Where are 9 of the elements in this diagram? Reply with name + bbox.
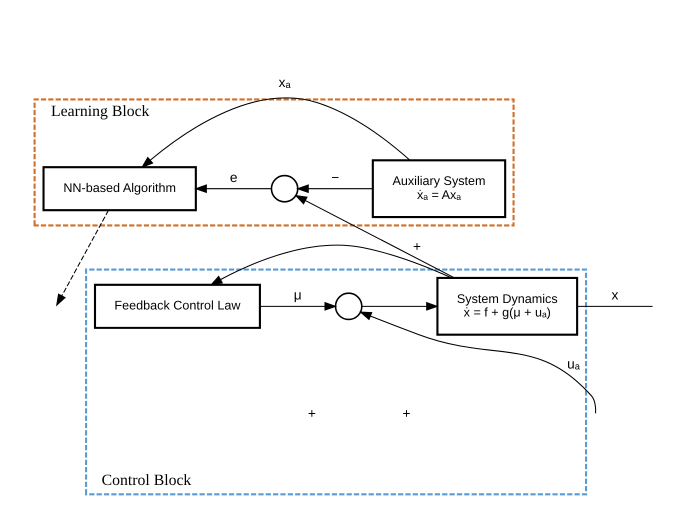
edge-label: xₐ bbox=[278, 75, 291, 90]
edge-label: μ bbox=[294, 287, 302, 302]
label: + bbox=[308, 406, 316, 422]
edge-label: e bbox=[230, 170, 238, 185]
edge-label: + bbox=[412, 239, 421, 254]
label: + bbox=[402, 406, 410, 422]
edge-label: − bbox=[331, 170, 340, 185]
edge-label: x bbox=[612, 287, 618, 302]
edge-label: uₐ bbox=[567, 356, 580, 372]
